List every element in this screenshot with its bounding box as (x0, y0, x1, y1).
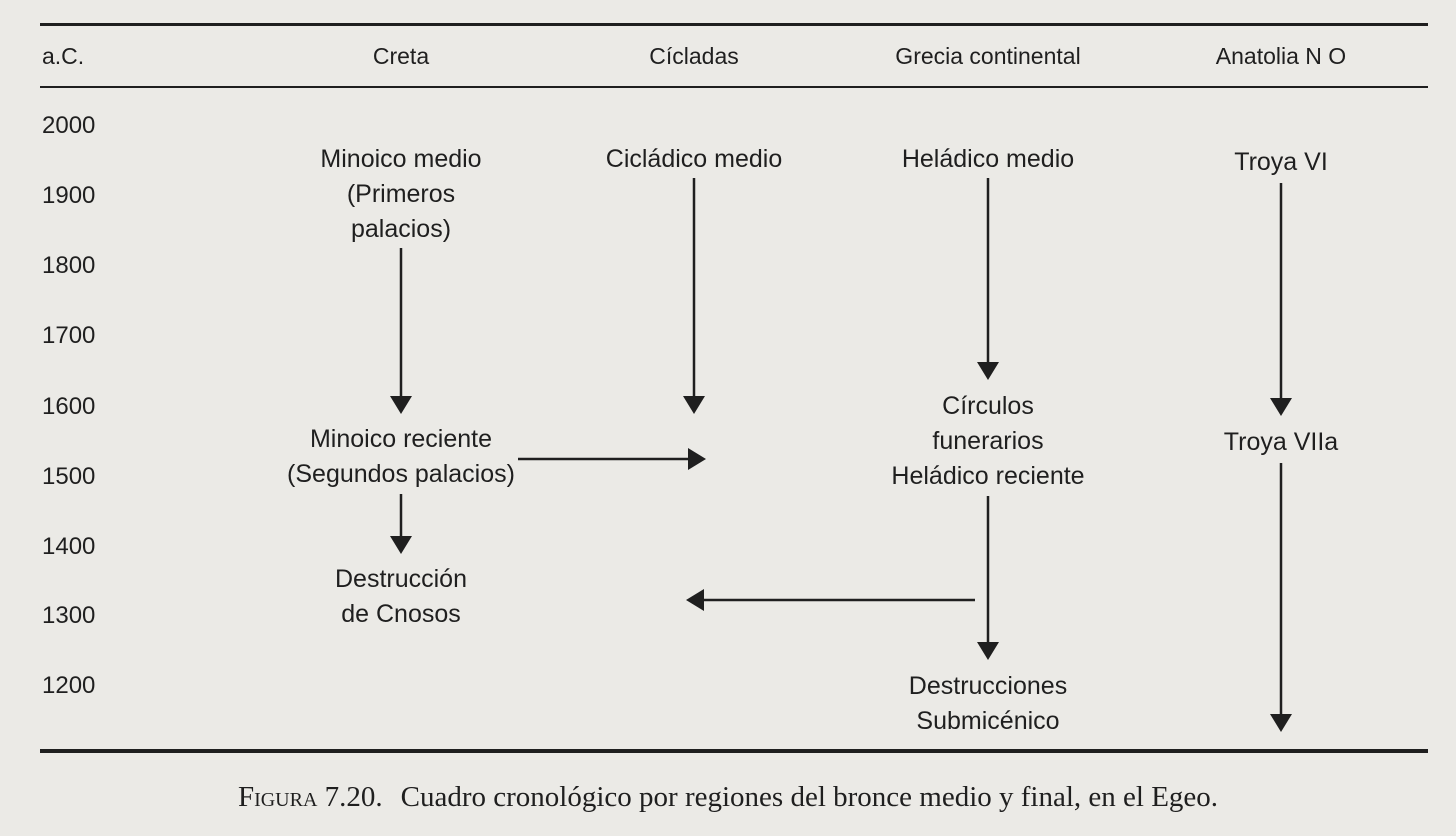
arrow-creta-1 (390, 248, 412, 414)
label-destruccion-cnosos: Destrucción de Cnosos (335, 565, 467, 628)
label-circulos-funerarios: Círculos funerarios Heládico reciente (891, 392, 1085, 490)
column-header-cicladas: Cícladas (649, 43, 739, 69)
label-heladico-medio: Heládico medio (901, 145, 1075, 173)
year-label: 1500 (42, 463, 96, 490)
header-rule (40, 86, 1428, 88)
arrow-grecia-2 (977, 496, 999, 660)
label-minoico-reciente: Minoico reciente (Segundos palacios) (287, 425, 515, 488)
year-label: 1800 (42, 252, 96, 279)
era-header: a.C. (42, 43, 85, 69)
arrow-creta-to-cicladas (518, 448, 706, 470)
arrow-cicladas (683, 178, 705, 414)
column-header-grecia: Grecia continental (895, 43, 1081, 69)
year-label: 1600 (42, 393, 96, 420)
year-label: 1200 (42, 672, 96, 699)
arrow-creta-2 (390, 494, 412, 554)
year-label: 1900 (42, 182, 96, 209)
year-label: 2000 (42, 112, 96, 139)
label-cicladico-medio: Cicládico medio (605, 145, 783, 173)
top-rule (40, 23, 1428, 26)
caption-text: Cuadro cronológico por regiones del bron… (400, 781, 1219, 813)
label-destrucciones-submicenico: Destrucciones Submicénico (908, 672, 1068, 735)
arrow-grecia-1 (977, 178, 999, 380)
column-header-creta: Creta (372, 43, 430, 69)
year-label: 1700 (42, 322, 96, 349)
arrow-anatolia-1 (1270, 183, 1292, 416)
caption-figure-number: 7.20. (324, 781, 383, 813)
label-troya-viia: Troya VIIa (1223, 428, 1339, 456)
arrow-anatolia-2 (1270, 463, 1292, 732)
label-minoico-medio: Minoico medio (Primeros palacios) (320, 145, 482, 243)
year-label: 1300 (42, 602, 96, 629)
year-label: 1400 (42, 533, 96, 560)
label-troya-vi: Troya VI (1234, 148, 1328, 176)
caption-figure-word: Figura (237, 781, 318, 813)
bottom-rule (40, 749, 1428, 753)
figure-caption: Figura 7.20. Cuadro cronológico por regio… (0, 779, 1456, 815)
arrow-grecia-to-cicladas (686, 589, 975, 611)
column-header-anatolia: Anatolia N O (1215, 43, 1347, 69)
